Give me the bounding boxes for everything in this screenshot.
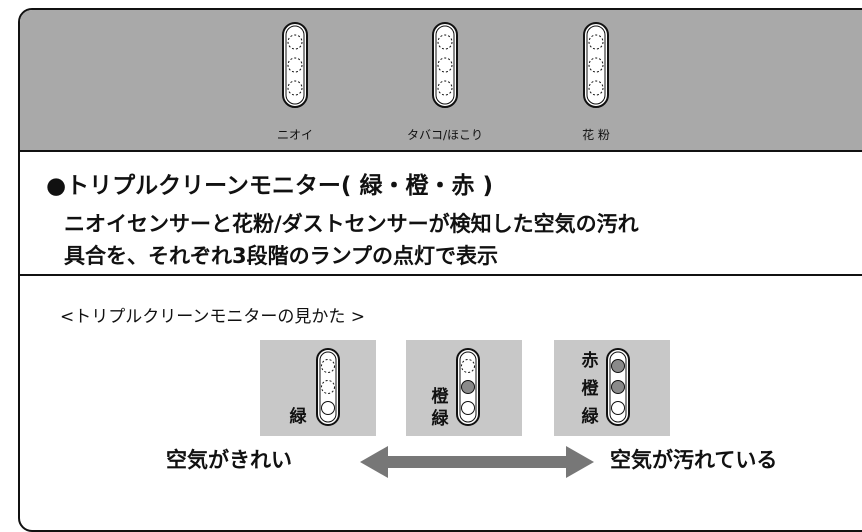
control-panel-frame: ニオイ タバコ/ほこり 花 粉 ●トリプルクリーンモニター( 緑・橙・赤 ) ニ… [18,8,862,532]
example2-orange-char: 橙 [431,387,449,407]
example2-lamp [456,348,480,426]
clean-air-label: 空気がきれい [166,448,292,472]
description-title: ●トリプルクリーンモニター( 緑・橙・赤 ) [46,173,493,199]
pollen-indicator-lamp [583,22,609,108]
description-line-1: ニオイセンサーと花粉/ダストセンサーが検知した空気の汚れ [64,212,639,236]
example3-lamp [606,348,630,426]
example1-green-char: 緑 [289,407,307,427]
example2-green-char: 緑 [431,409,449,429]
example-green: 緑 [260,340,376,436]
example3-green-char: 緑 [581,407,599,427]
example3-red-char: 赤 [581,351,599,371]
example-orange: 橙 緑 [406,340,522,436]
example1-lamp [316,348,340,426]
description-line-2: 具合を、それぞれ3段階のランプの点灯で表示 [64,244,498,268]
tobacco-indicator-lamp [432,22,458,108]
description-section: ●トリプルクリーンモニター( 緑・橙・赤 ) ニオイセンサーと花粉/ダストセンサ… [20,152,862,276]
indicator-panel: ニオイ タバコ/ほこり 花 粉 [20,10,862,152]
double-arrow-icon [360,446,594,478]
howto-title: <トリプルクリーンモニターの見かた > [60,307,366,327]
tobacco-dust-label: タバコ/ほこり [406,128,484,142]
dirty-air-label: 空気が汚れている [610,448,778,472]
example-red: 赤 橙 緑 [554,340,670,436]
pollen-label: 花 粉 [582,128,610,142]
odor-indicator-lamp [282,22,308,108]
odor-label: ニオイ [276,128,313,142]
example3-orange-char: 橙 [581,379,599,399]
